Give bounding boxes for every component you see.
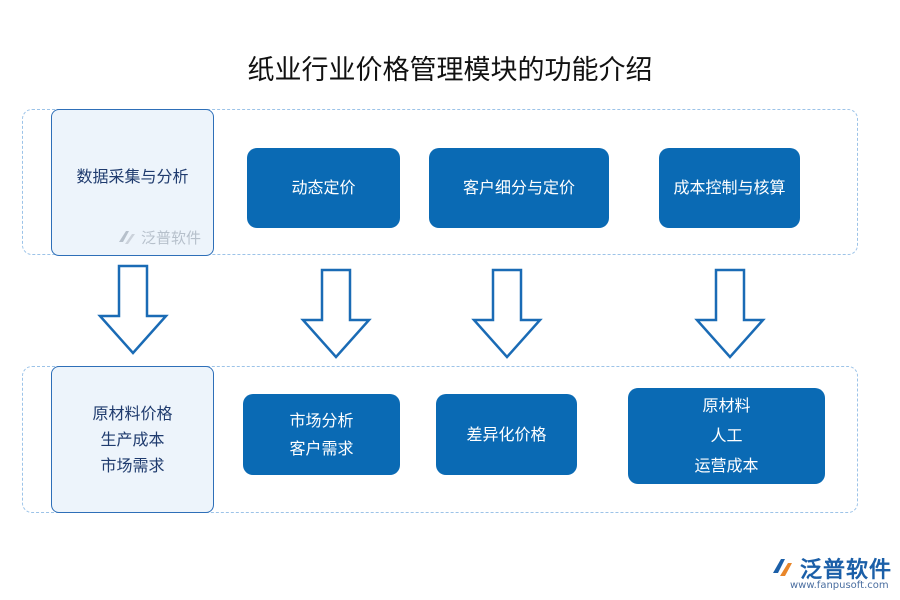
watermark: 泛普软件 xyxy=(116,227,201,248)
customer-segment-pricing-box: 客户细分与定价 xyxy=(429,148,609,228)
cost-factors-box: 原材料价格 生产成本 市场需求 xyxy=(51,366,214,513)
down-arrow-4 xyxy=(694,268,766,359)
cost-factor-line: 生产成本 xyxy=(100,429,165,449)
fanpu-logo-icon xyxy=(773,559,792,576)
brand-logo-text: 泛普软件 xyxy=(800,558,893,583)
brand-url: www.fanpusoft.com xyxy=(790,580,889,591)
customer-segment-pricing-label: 客户细分与定价 xyxy=(462,178,575,197)
labor-line: 人工 xyxy=(710,426,743,445)
dynamic-pricing-box: 动态定价 xyxy=(247,148,400,228)
brand-logo: 泛普软件 xyxy=(770,552,892,584)
watermark-text: 泛普软件 xyxy=(141,229,202,247)
down-arrow-1 xyxy=(97,264,169,355)
market-analysis-line: 市场分析 xyxy=(289,410,354,430)
bottom-group-frame xyxy=(22,366,858,513)
dynamic-pricing-label: 动态定价 xyxy=(291,178,356,197)
cost-factor-line: 原材料价格 xyxy=(92,403,173,423)
fanpu-logo-icon xyxy=(119,230,135,244)
data-collection-box: 数据采集与分析 xyxy=(51,109,214,256)
page-title: 纸业行业价格管理模块的功能介绍 xyxy=(247,55,653,86)
cost-control-label: 成本控制与核算 xyxy=(673,178,786,197)
down-arrow-2 xyxy=(300,268,372,359)
market-analysis-box: 市场分析 客户需求 xyxy=(243,394,400,475)
data-collection-label: 数据采集与分析 xyxy=(76,167,189,186)
differentiated-price-box: 差异化价格 xyxy=(436,394,577,475)
top-group-frame xyxy=(22,109,858,255)
raw-material-line: 原材料 xyxy=(702,396,751,415)
cost-control-box: 成本控制与核算 xyxy=(659,148,800,228)
cost-factor-line: 市场需求 xyxy=(100,455,165,475)
differentiated-price-label: 差异化价格 xyxy=(466,424,547,444)
cost-components-box: 原材料 人工 运营成本 xyxy=(628,388,825,484)
down-arrow-3 xyxy=(471,268,543,359)
customer-demand-line: 客户需求 xyxy=(289,438,354,458)
operating-cost-line: 运营成本 xyxy=(694,456,759,475)
